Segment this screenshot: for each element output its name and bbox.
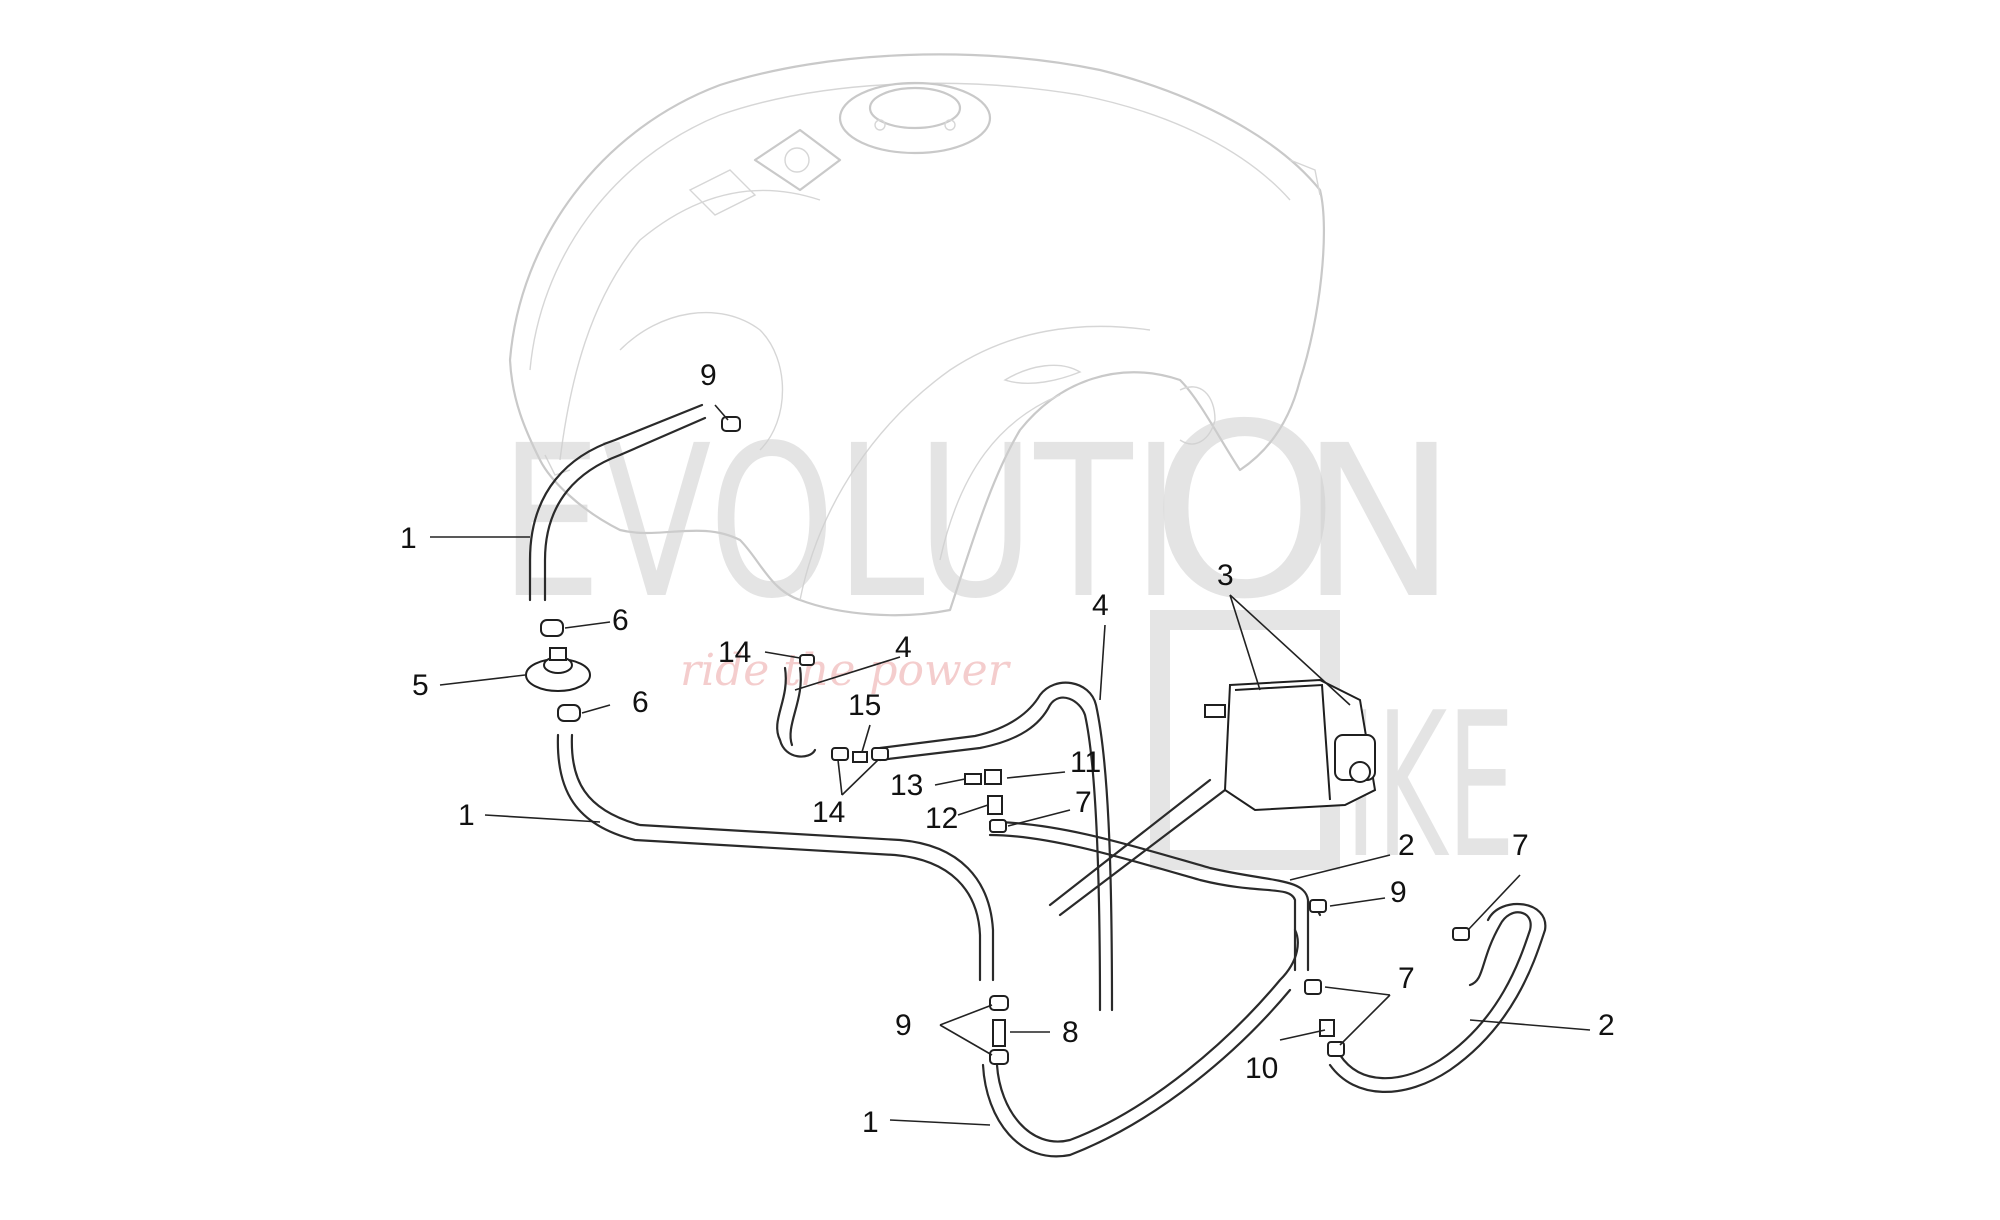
callout-4-right: 4 <box>1092 589 1109 622</box>
callout-6-upper: 6 <box>612 604 629 637</box>
fitting-10 <box>1319 1019 1335 1037</box>
callout-5: 5 <box>412 669 429 702</box>
hose-2-right <box>1338 911 1532 1080</box>
callout-7-mid: 7 <box>1075 786 1092 819</box>
callout-1-middle: 1 <box>458 799 475 832</box>
callout-8: 8 <box>1062 1016 1079 1049</box>
fitting-8 <box>992 1019 1006 1047</box>
clamp-9-bottom-a <box>989 995 1009 1011</box>
callout-15: 15 <box>848 689 881 722</box>
valve-11 <box>984 769 1002 785</box>
hose-4-long <box>878 696 1102 1012</box>
callout-4-left: 4 <box>895 631 912 664</box>
hose-1-middle <box>570 733 995 982</box>
callout-1-upper: 1 <box>400 522 417 555</box>
clamp-14-top <box>799 654 815 666</box>
watermark-tagline: ride the power <box>680 645 1012 696</box>
fitting-15 <box>852 751 868 763</box>
hose-1-lower <box>995 928 1299 1143</box>
callouts: 9 1 6 5 6 1 14 4 15 14 11 13 12 7 4 3 2 … <box>400 359 1615 1139</box>
clamp-9-top <box>721 416 741 432</box>
watermark: EVOLUTI O N IKE ride the power <box>500 372 1515 903</box>
watermark-n-letter: N <box>1300 400 1457 645</box>
fuel-tank <box>508 53 1326 617</box>
clamp-9-right <box>1309 899 1327 913</box>
callout-2-right: 2 <box>1598 1009 1615 1042</box>
hoses <box>528 403 1547 1158</box>
callout-7-right: 7 <box>1398 962 1415 995</box>
hose-4-short <box>776 666 817 758</box>
clamp-6-upper <box>540 619 564 637</box>
clamp-7-lower <box>1327 1041 1345 1057</box>
fitting-13 <box>964 773 982 785</box>
callout-12: 12 <box>925 802 958 835</box>
clamp-7-right <box>1304 979 1322 995</box>
callout-7-far: 7 <box>1512 829 1529 862</box>
callout-14-bottom: 14 <box>812 796 845 829</box>
callout-13: 13 <box>890 769 923 802</box>
clamp-9-bottom-b <box>989 1049 1009 1065</box>
callout-3: 3 <box>1217 559 1234 592</box>
callout-14-top: 14 <box>718 636 751 669</box>
callout-9-bottom: 9 <box>895 1009 912 1042</box>
callout-2-main: 2 <box>1398 829 1415 862</box>
watermark-o-letter: O <box>1150 372 1339 652</box>
clamp-7-mid <box>989 819 1007 833</box>
clamp-14-left <box>831 747 849 761</box>
clamp-14-right <box>871 747 889 761</box>
carbon-canister-3 <box>1204 678 1377 812</box>
hose-2-main <box>988 833 1297 972</box>
leader-lines <box>430 404 1591 1126</box>
callout-10: 10 <box>1245 1052 1278 1085</box>
callout-11: 11 <box>1070 746 1101 779</box>
clamp-6-lower <box>557 704 581 722</box>
callout-6-lower: 6 <box>632 686 649 719</box>
fitting-12 <box>987 795 1003 815</box>
callout-9-top: 9 <box>700 359 717 392</box>
callout-1-lower: 1 <box>862 1106 879 1139</box>
parts <box>525 416 1470 1065</box>
clamp-7-far <box>1452 927 1470 941</box>
watermark-evolution: EVOLUTI <box>500 400 1180 645</box>
callout-9-right: 9 <box>1390 876 1407 909</box>
hose-1-upper <box>543 416 707 602</box>
